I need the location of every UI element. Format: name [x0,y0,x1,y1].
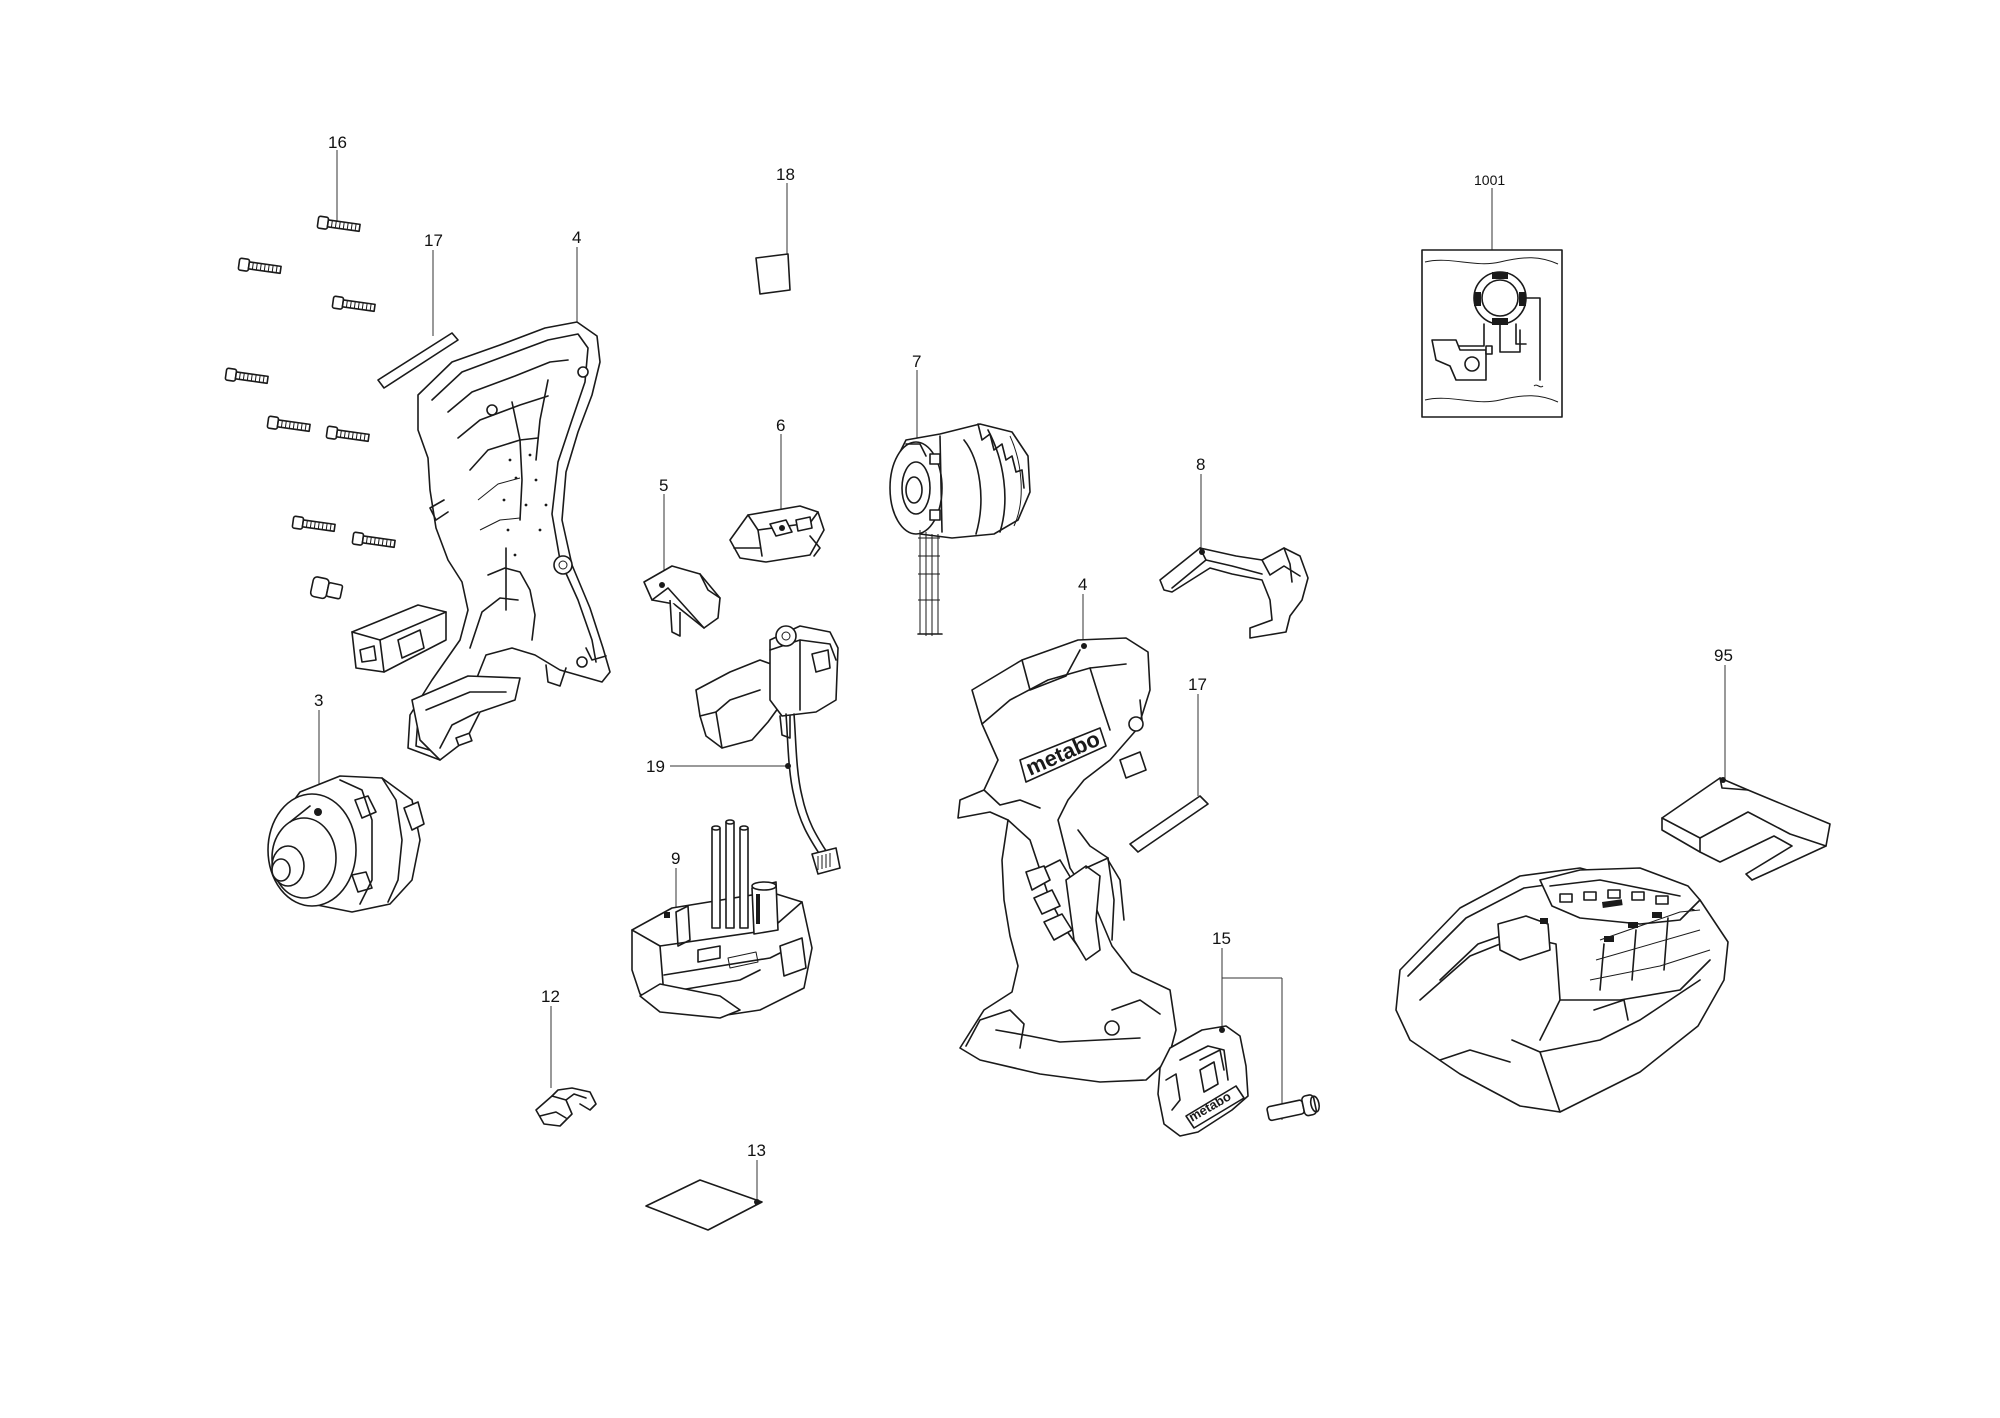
label-part-17-left: 17 [424,231,443,250]
label-part-17-right: 17 [1188,675,1207,694]
screw [316,215,361,233]
part-number-labels: 16 17 4 18 1001 7 6 5 8 4 3 19 17 95 9 1… [314,133,1733,1160]
part-15-cover-and-screw: metabo [1157,948,1321,1137]
pin [309,576,344,600]
part-direction-switch-block [351,604,447,673]
screw-15 [1266,1094,1321,1122]
label-part-5: 5 [659,476,668,495]
part-5-direction-lever [643,494,721,637]
label-part-95: 95 [1714,646,1733,665]
part-4-housing-half-right: metabo [957,594,1177,1083]
label-part-15: 15 [1212,929,1231,948]
part-16-screws [224,150,396,600]
label-part-19: 19 [646,757,665,776]
label-part-3: 3 [314,691,323,710]
part-18-pad [755,183,791,295]
label-part-13: 13 [747,1141,766,1160]
part-6-switch-cover [729,434,825,563]
screw [291,515,336,533]
part-19-trigger-switch [670,625,841,875]
part-9-electronics-module [631,819,813,1019]
screw [224,367,269,385]
label-part-16: 16 [328,133,347,152]
part-7-motor [889,370,1031,636]
label-part-8: 8 [1196,455,1205,474]
part-17-label-strip-right [1129,694,1209,853]
screw [237,257,282,275]
screw [325,425,370,443]
label-part-7: 7 [912,352,921,371]
part-17-label-strip-left [377,250,459,389]
screw [266,415,311,433]
battery-pack [1395,867,1729,1113]
label-part-4-right: 4 [1078,575,1087,594]
part-13-sheet [645,1160,763,1231]
label-part-4-left: 4 [572,228,581,247]
screw [331,295,376,313]
part-12-clip [535,1006,597,1127]
part-8-bracket-clip [1159,474,1309,639]
label-part-6: 6 [776,416,785,435]
label-part-1001: 1001 [1474,172,1505,188]
part-4-foot-insert [411,675,521,761]
part-1001-wiring-label [1421,188,1563,418]
label-part-9: 9 [671,849,680,868]
part-95-cover-plate [1661,665,1831,881]
part-3-gearbox [267,710,425,913]
label-part-12: 12 [541,987,560,1006]
part-4-housing-half-left [407,247,611,761]
label-part-18: 18 [776,165,795,184]
screw [351,531,396,549]
